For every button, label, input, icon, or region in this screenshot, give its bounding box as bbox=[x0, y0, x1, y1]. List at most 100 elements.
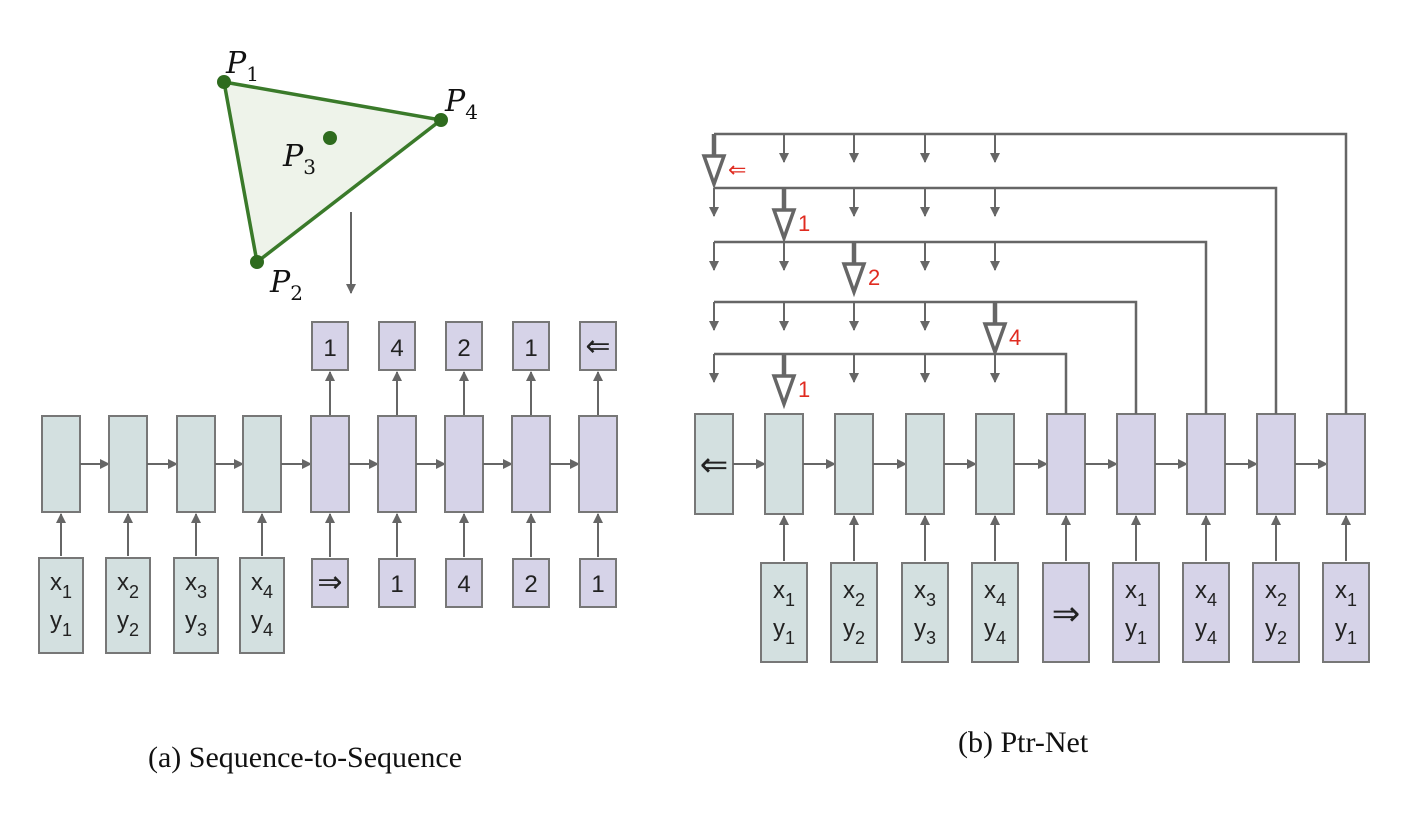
x-coordinate-label: x2 bbox=[843, 577, 865, 610]
x-letter: x bbox=[1195, 577, 1207, 604]
decoder-cell bbox=[444, 415, 484, 513]
x-subscript: 4 bbox=[1207, 590, 1217, 610]
y-coordinate-label: y3 bbox=[914, 615, 936, 648]
y-subscript: 3 bbox=[197, 620, 207, 640]
x-letter: x bbox=[914, 577, 926, 604]
y-coordinate-label: y4 bbox=[1195, 615, 1217, 648]
decoder-input-label: ⇒ bbox=[317, 566, 342, 599]
y-subscript: 2 bbox=[1277, 628, 1287, 648]
x-letter: x bbox=[984, 577, 996, 604]
decoder-output-box bbox=[378, 321, 416, 371]
y-coordinate-label: y1 bbox=[1335, 615, 1357, 648]
point-p4 bbox=[434, 113, 448, 127]
pointer-label: 2 bbox=[868, 265, 880, 290]
decoder-input-label: x4 y4 bbox=[1195, 577, 1217, 648]
decoder-cell bbox=[1186, 413, 1226, 515]
label-p1: P1 bbox=[225, 46, 259, 86]
encoder-input-box bbox=[173, 557, 219, 654]
decoder-input-box bbox=[512, 558, 550, 608]
encoder-input-box bbox=[239, 557, 285, 654]
decoder-cell bbox=[578, 415, 618, 513]
decoder-cell bbox=[1256, 413, 1296, 515]
y-coordinate-label: y1 bbox=[1125, 615, 1147, 648]
decoder-input-box bbox=[445, 558, 483, 608]
x-coordinate-label: x1 bbox=[1335, 577, 1357, 610]
point-p1 bbox=[217, 75, 231, 89]
decoder-cell bbox=[1326, 413, 1366, 515]
pointer-label: ⇐ bbox=[728, 157, 746, 182]
encoder-input-label: x1 y1 bbox=[773, 577, 795, 648]
decoder-output-label: 1 bbox=[524, 335, 537, 362]
decoder-input-box bbox=[1252, 562, 1300, 663]
y-coordinate-label: y1 bbox=[50, 607, 72, 640]
x-subscript: 3 bbox=[197, 582, 207, 602]
y-letter: y bbox=[251, 607, 263, 634]
y-subscript: 1 bbox=[62, 620, 72, 640]
x-subscript: 1 bbox=[62, 582, 72, 602]
decoder-output-label: 4 bbox=[390, 335, 403, 362]
decoder-input-box bbox=[378, 558, 416, 608]
pointer-label: 1 bbox=[798, 211, 810, 236]
encoder-cell bbox=[108, 415, 148, 513]
y-letter: y bbox=[185, 607, 197, 634]
x-letter: x bbox=[1335, 577, 1347, 604]
encoder-cell bbox=[905, 413, 945, 515]
triangle-diagram: P1 P4 P3 P2 bbox=[217, 46, 478, 305]
y-letter: y bbox=[843, 615, 855, 642]
decoder-output-box bbox=[445, 321, 483, 371]
encoder-input-box bbox=[830, 562, 878, 663]
encoder-cell bbox=[975, 413, 1015, 515]
x-letter: x bbox=[251, 569, 263, 596]
point-p2 bbox=[250, 255, 264, 269]
x-letter: x bbox=[773, 577, 785, 604]
decoder-input-label: 1 bbox=[591, 571, 604, 598]
x-subscript: 1 bbox=[1347, 590, 1357, 610]
y-coordinate-label: y1 bbox=[773, 615, 795, 648]
decoder-cell bbox=[511, 415, 551, 513]
y-letter: y bbox=[117, 607, 129, 634]
y-subscript: 4 bbox=[263, 620, 273, 640]
attention-query-line bbox=[714, 132, 1348, 414]
decoder-input-box bbox=[311, 558, 349, 608]
x-coordinate-label: x1 bbox=[773, 577, 795, 610]
decoder-cell bbox=[377, 415, 417, 513]
label-p3: P3 bbox=[282, 139, 316, 179]
x-letter: x bbox=[117, 569, 129, 596]
x-letter: x bbox=[843, 577, 855, 604]
decoder-input-box bbox=[1322, 562, 1370, 663]
y-coordinate-label: y2 bbox=[1265, 615, 1287, 648]
label-p2: P2 bbox=[269, 265, 303, 305]
decoder-output-box bbox=[512, 321, 550, 371]
x-subscript: 2 bbox=[1277, 590, 1287, 610]
encoder-input-box bbox=[760, 562, 808, 663]
x-subscript: 4 bbox=[263, 582, 273, 602]
x-letter: x bbox=[1125, 577, 1137, 604]
decoder-start-input-label: ⇒ bbox=[1052, 595, 1081, 633]
x-coordinate-label: x2 bbox=[117, 569, 139, 602]
x-coordinate-label: x1 bbox=[1125, 577, 1147, 610]
x-letter: x bbox=[185, 569, 197, 596]
y-letter: y bbox=[1335, 615, 1347, 642]
y-letter: y bbox=[1265, 615, 1277, 642]
y-subscript: 1 bbox=[1347, 628, 1357, 648]
y-coordinate-label: y3 bbox=[185, 607, 207, 640]
y-letter: y bbox=[914, 615, 926, 642]
y-letter: y bbox=[984, 615, 996, 642]
decoder-cell bbox=[1046, 413, 1086, 515]
y-letter: y bbox=[50, 607, 62, 634]
y-subscript: 2 bbox=[855, 628, 865, 648]
encoder-cell bbox=[242, 415, 282, 513]
pointer-arrow-head bbox=[701, 154, 727, 190]
caption-ptrnet: (b) Ptr-Net bbox=[958, 726, 1089, 759]
pointer-label: 4 bbox=[1009, 325, 1021, 350]
decoder-output-label: 2 bbox=[457, 335, 470, 362]
point-p3 bbox=[323, 131, 337, 145]
